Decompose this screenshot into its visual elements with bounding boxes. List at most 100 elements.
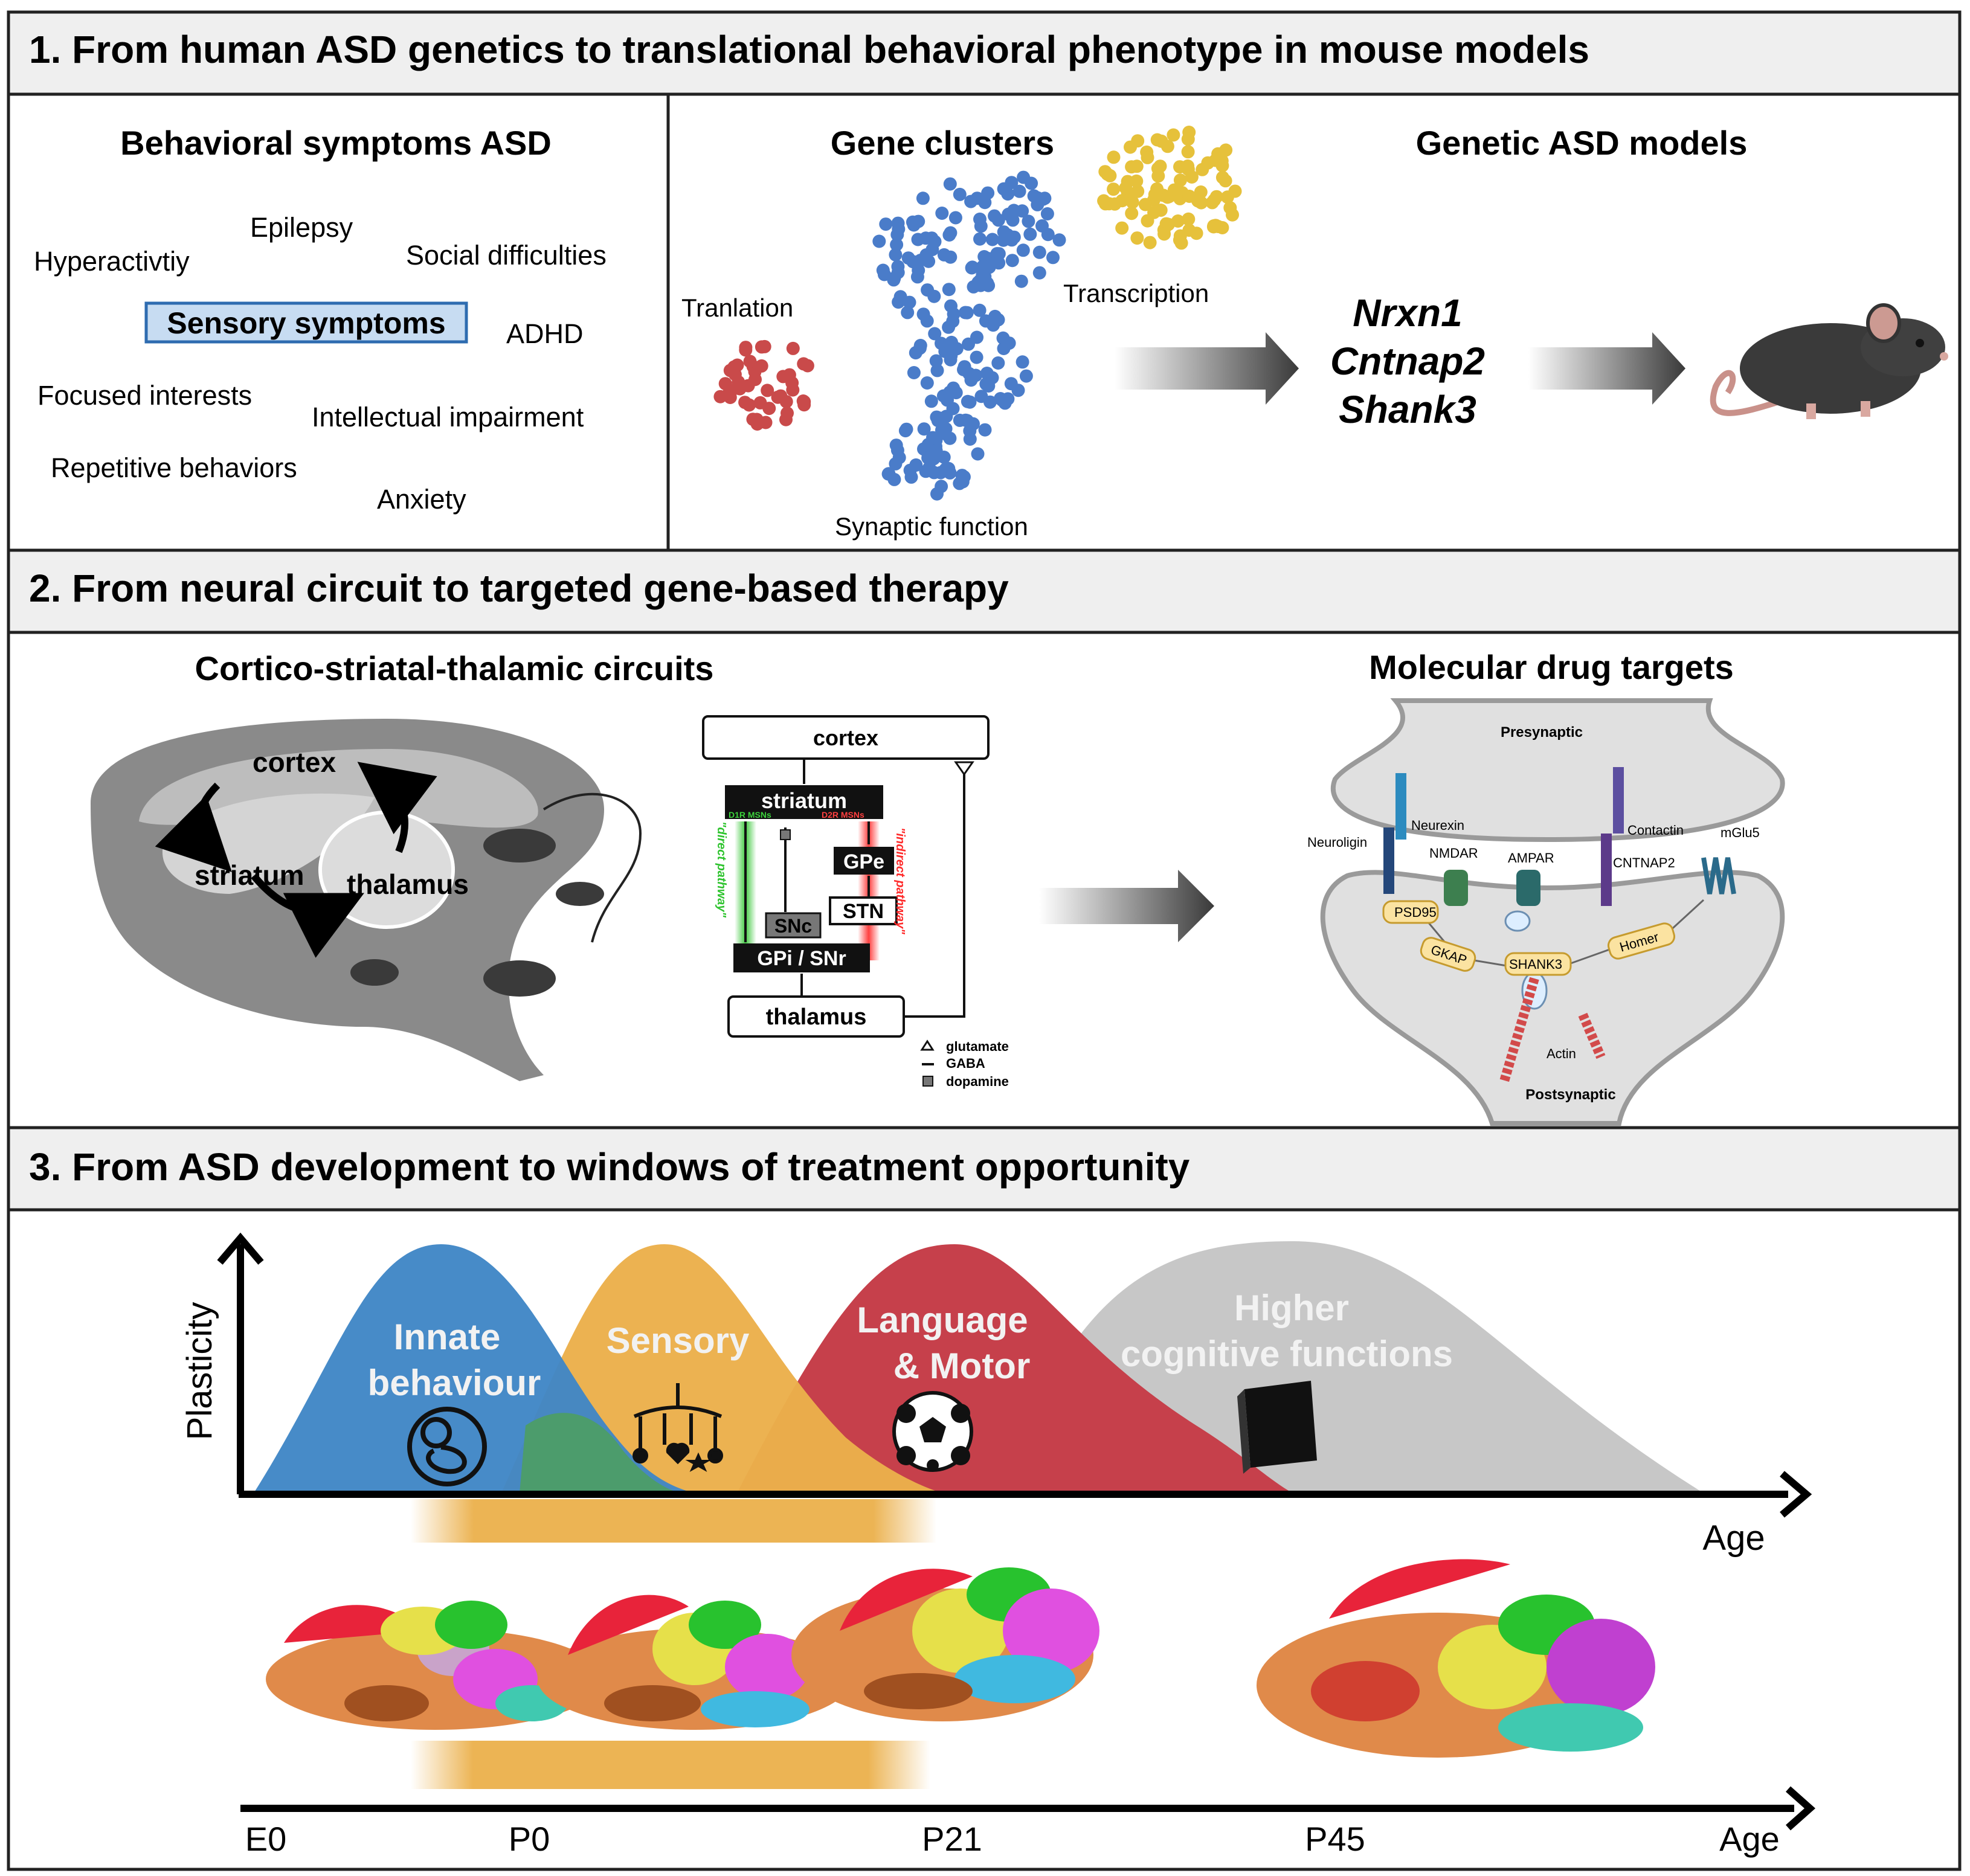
synaptic-gene-dot	[935, 336, 948, 350]
synaptic-gene-dot	[930, 487, 944, 501]
synaptic-gene-dot	[985, 233, 999, 246]
synaptic-gene-dot	[889, 248, 903, 262]
curve-label-sensory: Sensory	[607, 1320, 750, 1361]
synaptic-gene-dot	[992, 256, 1006, 270]
diagram-box-striatum: striatum	[761, 788, 847, 813]
sensory-highlight-box	[144, 301, 468, 344]
synaptic-gene-dot	[1005, 254, 1019, 268]
synaptic-gene-dot	[974, 390, 988, 403]
mouse-illustration	[1710, 303, 1948, 419]
synaptic-gene-dot	[1022, 214, 1035, 228]
synaptic-gene-dot	[958, 306, 972, 320]
transcription-gene-dot	[1219, 143, 1233, 157]
brain-p21	[791, 1567, 1099, 1721]
translation-gene-dot	[727, 360, 741, 374]
label-presynaptic: Presynaptic	[1501, 724, 1583, 740]
symptom-sensory: Sensory symptoms	[167, 306, 445, 340]
synaptic-gene-dot	[962, 367, 976, 381]
transcription-gene-dot	[1157, 227, 1171, 241]
curve-sensory	[501, 1244, 942, 1493]
synaptic-gene-dot	[890, 238, 904, 252]
treatment-window-top	[411, 1499, 936, 1543]
synaptic-gene-dot	[960, 414, 974, 428]
brain-label-cortex: cortex	[253, 747, 336, 778]
synaptic-gene-dot	[1002, 336, 1016, 350]
synaptic-gene-dot	[887, 273, 901, 287]
curve-label-language-1: Language	[857, 1300, 1028, 1340]
synapse-illustration: Presynaptic Postsynaptic Neurexin Neur	[1307, 698, 1785, 1126]
diagram-indirect-pathway: "indirect pathway"	[893, 827, 907, 934]
synaptic-gene-dot	[909, 458, 923, 472]
label-actin: Actin	[1547, 1046, 1576, 1061]
symptom-hyperactivity: Hyperactivtiy	[34, 246, 190, 277]
synaptic-gene-dot	[964, 194, 978, 208]
synaptic-gene-dot	[904, 470, 918, 484]
timeline-p0: P0	[509, 1820, 550, 1858]
synaptic-gene-dot	[1001, 187, 1015, 201]
synaptic-gene-dot	[916, 191, 930, 205]
synaptic-gene-dot	[980, 367, 994, 380]
synaptic-gene-dot	[892, 222, 906, 236]
transcription-gene-dot	[1207, 219, 1221, 233]
transcription-gene-dot	[1156, 188, 1170, 202]
curve-label-higher-2: cognitive functions	[1121, 1334, 1453, 1374]
synaptic-gene-dot	[1052, 233, 1066, 247]
synaptic-gene-dot	[927, 289, 941, 303]
developing-brains	[266, 1559, 1655, 1758]
synaptic-gene-dot	[991, 213, 1005, 227]
synaptic-gene-dot	[942, 320, 956, 334]
synaptic-gene-dot	[971, 447, 985, 461]
synaptic-gene-dot	[892, 451, 906, 464]
synaptic-gene-dot	[1006, 213, 1020, 227]
translation-gene-dot	[713, 390, 727, 403]
diagram-box-gpi-snr: GPi / SNr	[757, 947, 846, 970]
synaptic-gene-dot	[973, 303, 987, 317]
curve-label-innate-1: Innate	[394, 1317, 501, 1357]
model-gene-nrxn1: Nrxn1	[1353, 291, 1462, 335]
brain-label-striatum: striatum	[195, 859, 304, 891]
arrow-models-to-mouse	[1528, 332, 1685, 405]
synaptic-gene-dot	[942, 283, 956, 297]
transcription-gene-dot	[1098, 165, 1112, 179]
translation-gene-dot	[739, 341, 753, 355]
synaptic-gene-dot	[901, 306, 915, 320]
translation-gene-dot	[724, 384, 738, 397]
translation-gene-dot	[755, 359, 768, 373]
synaptic-gene-dot	[1031, 191, 1045, 205]
symptom-social-difficulties: Social difficulties	[406, 240, 607, 271]
timeline-labels: E0 P0 P21 P45 Age	[245, 1820, 1780, 1858]
synaptic-gene-dot	[1032, 245, 1046, 259]
label-psd95: PSD95	[1394, 905, 1437, 920]
diagram-box-stn: STN	[843, 900, 884, 923]
synaptic-gene-dot	[947, 307, 961, 321]
gene-cluster-dots	[713, 126, 1242, 501]
synaptic-gene-dot	[979, 377, 993, 391]
diagram-box-thalamus: thalamus	[766, 1004, 867, 1030]
synaptic-gene-dot	[1001, 392, 1015, 406]
synaptic-gene-dot	[879, 217, 893, 231]
synaptic-gene-dot	[881, 467, 895, 481]
symptom-focused-interests: Focused interests	[37, 380, 252, 411]
transcription-gene-dot	[1154, 204, 1168, 217]
symptom-anxiety: Anxiety	[377, 484, 466, 515]
synaptic-gene-dot	[906, 215, 919, 229]
transcription-gene-dot	[1141, 150, 1154, 164]
transcription-gene-dot	[1220, 190, 1234, 204]
synaptic-gene-dot	[876, 263, 890, 277]
transcription-gene-dot	[1194, 196, 1208, 210]
legend-dopamine: dopamine	[946, 1074, 1009, 1089]
transcription-gene-dot	[1143, 236, 1157, 249]
model-gene-cntnap2: Cntnap2	[1330, 339, 1485, 383]
diagram-d1-label: D1R MSNs	[729, 810, 771, 820]
transcription-gene-dot	[1173, 173, 1187, 187]
synaptic-gene-dot	[935, 423, 948, 437]
translation-gene-dot	[785, 376, 799, 390]
symptom-adhd: ADHD	[506, 318, 584, 349]
synaptic-gene-dot	[889, 438, 903, 452]
transcription-gene-dot	[1185, 170, 1199, 184]
translation-gene-dot	[755, 340, 768, 354]
label-mglu5: mGlu5	[1721, 825, 1760, 840]
translation-gene-dot	[781, 406, 794, 420]
curve-label-innate-2: behaviour	[368, 1363, 541, 1403]
transcription-gene-dot	[1189, 226, 1203, 240]
